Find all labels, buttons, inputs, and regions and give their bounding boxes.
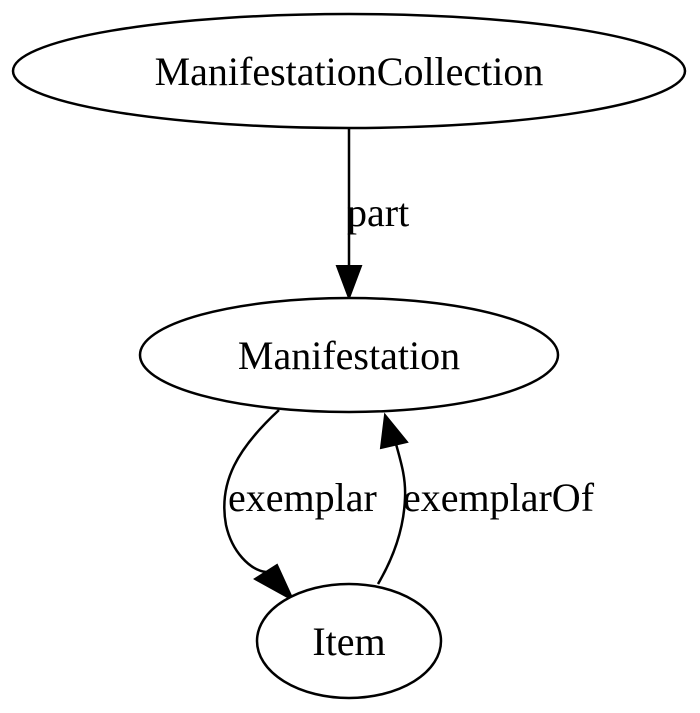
node-item-ellipse — [255, 582, 443, 700]
node-item-label: Item — [312, 619, 385, 664]
edge-exemplar: exemplar — [223, 409, 377, 603]
edge-part-arrowhead — [335, 265, 363, 301]
node-manifestation: Manifestation — [138, 296, 560, 414]
edge-part: part — [335, 128, 409, 301]
edge-exemplar-label: exemplar — [228, 475, 377, 520]
edge-part-label: part — [347, 190, 409, 235]
edge-exemplar-of-arrowhead — [379, 412, 409, 450]
node-item: Item — [255, 582, 443, 700]
node-manifestation-label: Manifestation — [238, 333, 460, 378]
edge-exemplar-arrowhead — [253, 563, 296, 603]
edge-exemplar-of-label: exemplarOf — [403, 475, 595, 520]
node-manifestation-collection: ManifestationCollection — [11, 12, 687, 130]
edge-exemplar-line — [223, 409, 280, 574]
edge-exemplar-of-line — [376, 443, 407, 585]
node-manifestation-collection-label: ManifestationCollection — [155, 49, 544, 94]
edge-exemplar-of: exemplarOf — [376, 412, 595, 585]
node-manifestation-ellipse — [138, 296, 560, 414]
